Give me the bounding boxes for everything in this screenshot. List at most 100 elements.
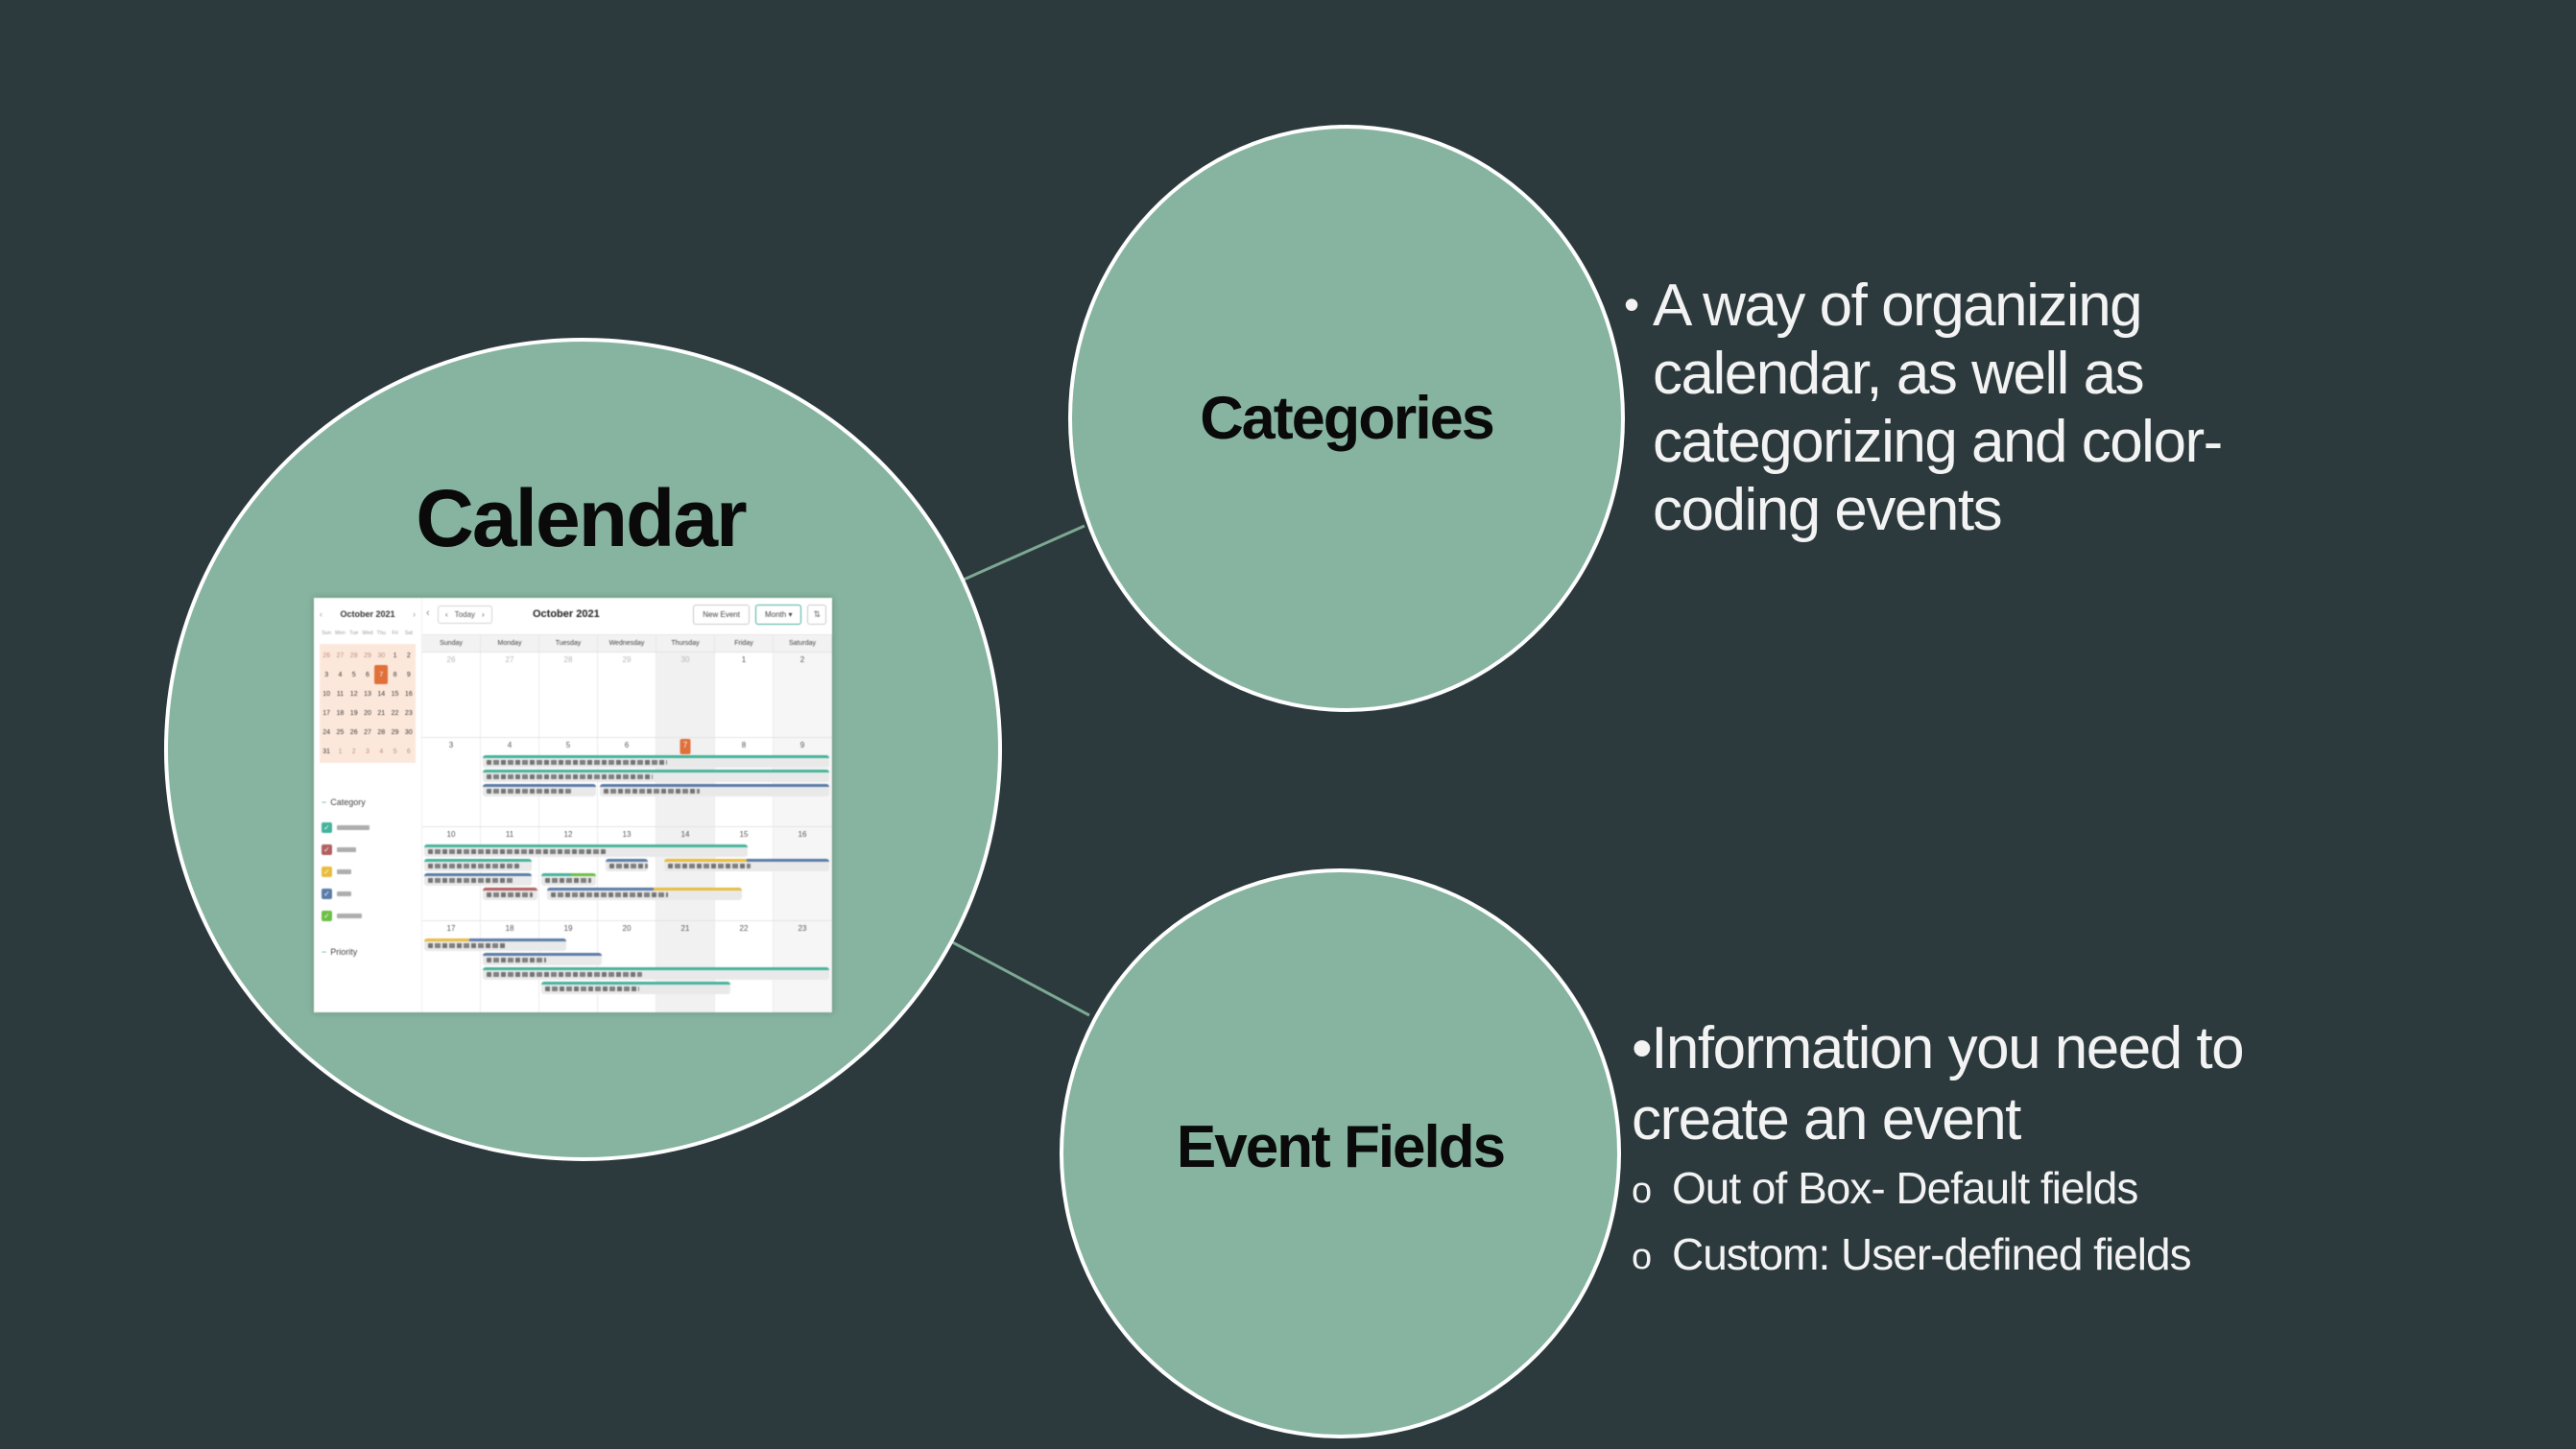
mini-date-cell[interactable]: 30 xyxy=(377,652,386,659)
category-section-header[interactable]: −Category xyxy=(322,797,366,807)
event-bar[interactable] xyxy=(482,755,829,768)
event-bar[interactable] xyxy=(482,784,596,796)
date-cell[interactable]: 13 xyxy=(598,827,656,920)
mini-date-cell[interactable]: 12 xyxy=(349,690,358,698)
mini-date-cell[interactable]: 14 xyxy=(377,690,386,698)
mini-date-cell[interactable]: 16 xyxy=(404,690,413,698)
mini-date-cell[interactable]: 29 xyxy=(391,728,399,736)
date-cell[interactable]: 28 xyxy=(539,653,598,737)
checkbox-icon[interactable]: ✓ xyxy=(322,822,332,833)
date-cell[interactable]: 3 xyxy=(422,738,481,826)
date-cell[interactable]: 5 xyxy=(539,738,598,826)
date-cell[interactable]: 14 xyxy=(656,827,715,920)
mini-date-cell[interactable]: 27 xyxy=(336,652,345,659)
today-nav-group[interactable]: ‹ Today › xyxy=(438,606,492,624)
mini-date-cell[interactable]: 1 xyxy=(338,748,343,755)
event-bar[interactable] xyxy=(540,873,596,886)
date-cell[interactable]: 12 xyxy=(539,827,598,920)
date-cell[interactable]: 21 xyxy=(656,921,715,1012)
checkbox-icon[interactable]: ✓ xyxy=(322,889,332,899)
category-checkbox-item[interactable]: ✓ xyxy=(322,839,370,861)
next-icon[interactable]: › xyxy=(482,610,485,619)
mini-date-cell[interactable]: 7 xyxy=(374,665,389,684)
mini-date-cell[interactable]: 6 xyxy=(366,671,370,678)
event-bar[interactable] xyxy=(424,873,532,886)
date-cell[interactable]: 4 xyxy=(481,738,539,826)
checkbox-icon[interactable]: ✓ xyxy=(322,911,332,921)
mini-date-cell[interactable]: 11 xyxy=(336,690,345,698)
today-button[interactable]: Today xyxy=(454,610,476,619)
mini-date-cell[interactable]: 8 xyxy=(393,671,397,678)
mini-date-cell[interactable]: 3 xyxy=(324,671,329,678)
date-cell[interactable]: 2 xyxy=(774,653,832,737)
mini-date-cell[interactable]: 22 xyxy=(391,709,399,717)
prev-icon[interactable]: ‹ xyxy=(445,610,448,619)
mini-date-cell[interactable]: 23 xyxy=(404,709,413,717)
mini-date-cell[interactable]: 19 xyxy=(349,709,358,717)
date-cell[interactable]: 30 xyxy=(656,653,715,737)
new-event-button[interactable]: New Event xyxy=(693,605,750,625)
date-cell[interactable]: 23 xyxy=(774,921,832,1012)
date-cell[interactable]: 19 xyxy=(539,921,598,1012)
date-cell[interactable]: 9 xyxy=(774,738,832,826)
mini-date-cell[interactable]: 30 xyxy=(404,728,413,736)
view-selector-dropdown[interactable]: Month ▾ xyxy=(754,605,802,625)
mini-date-cell[interactable]: 27 xyxy=(364,728,371,736)
mini-date-cell[interactable]: 31 xyxy=(322,748,331,755)
event-bar[interactable] xyxy=(424,844,748,857)
date-cell[interactable]: 15 xyxy=(715,827,774,920)
category-checkbox-item[interactable]: ✓ xyxy=(322,817,370,839)
date-cell[interactable]: 27 xyxy=(481,653,539,737)
mini-date-cell[interactable]: 2 xyxy=(351,748,356,755)
sort-icon-button[interactable]: ⇅ xyxy=(807,605,826,625)
date-cell[interactable]: 20 xyxy=(598,921,656,1012)
event-bar[interactable] xyxy=(599,784,829,796)
event-bar[interactable] xyxy=(482,770,829,782)
date-cell[interactable]: 18 xyxy=(481,921,539,1012)
date-cell[interactable]: 7 xyxy=(656,738,715,826)
mini-date-cell[interactable]: 25 xyxy=(336,728,345,736)
mini-date-cell[interactable]: 28 xyxy=(377,728,386,736)
date-cell[interactable]: 16 xyxy=(774,827,832,920)
mini-date-cell[interactable]: 15 xyxy=(391,690,399,698)
chevron-right-icon[interactable]: › xyxy=(413,609,416,619)
checkbox-icon[interactable]: ✓ xyxy=(322,867,332,877)
event-bar[interactable] xyxy=(663,859,829,871)
mini-date-cell[interactable]: 20 xyxy=(364,709,371,717)
date-cell[interactable]: 8 xyxy=(715,738,774,826)
mini-date-cell[interactable]: 9 xyxy=(406,671,411,678)
event-bar[interactable] xyxy=(424,859,532,871)
event-bar[interactable] xyxy=(424,938,567,951)
checkbox-icon[interactable]: ✓ xyxy=(322,844,332,855)
mini-date-cell[interactable]: 1 xyxy=(393,652,397,659)
mini-date-cell[interactable]: 4 xyxy=(338,671,343,678)
mini-date-cell[interactable]: 18 xyxy=(336,709,345,717)
mini-date-cell[interactable]: 5 xyxy=(393,748,397,755)
mini-date-cell[interactable]: 28 xyxy=(349,652,358,659)
event-bar[interactable] xyxy=(482,953,602,965)
collapse-sidebar-icon[interactable]: ‹ xyxy=(426,607,430,619)
event-bar[interactable] xyxy=(482,888,537,900)
chevron-left-icon[interactable]: ‹ xyxy=(320,609,322,619)
date-cell[interactable]: 22 xyxy=(715,921,774,1012)
mini-date-cell[interactable]: 29 xyxy=(364,652,371,659)
mini-date-cell[interactable]: 26 xyxy=(322,652,331,659)
date-cell[interactable]: 6 xyxy=(598,738,656,826)
category-checkbox-item[interactable]: ✓ xyxy=(322,861,370,883)
mini-date-cell[interactable]: 3 xyxy=(366,748,370,755)
mini-date-cell[interactable]: 24 xyxy=(322,728,331,736)
event-bar[interactable] xyxy=(605,859,649,871)
date-cell[interactable]: 17 xyxy=(422,921,481,1012)
mini-date-cell[interactable]: 21 xyxy=(377,709,386,717)
category-checkbox-item[interactable]: ✓ xyxy=(322,905,370,927)
mini-date-cell[interactable]: 13 xyxy=(364,690,371,698)
mini-date-cell[interactable]: 26 xyxy=(349,728,358,736)
mini-date-cell[interactable]: 5 xyxy=(351,671,356,678)
mini-date-cell[interactable]: 10 xyxy=(322,690,331,698)
date-cell[interactable]: 26 xyxy=(422,653,481,737)
mini-date-cell[interactable]: 6 xyxy=(406,748,411,755)
mini-date-cell[interactable]: 17 xyxy=(322,709,331,717)
event-bar[interactable] xyxy=(546,888,742,900)
priority-section-header[interactable]: −Priority xyxy=(322,947,358,957)
